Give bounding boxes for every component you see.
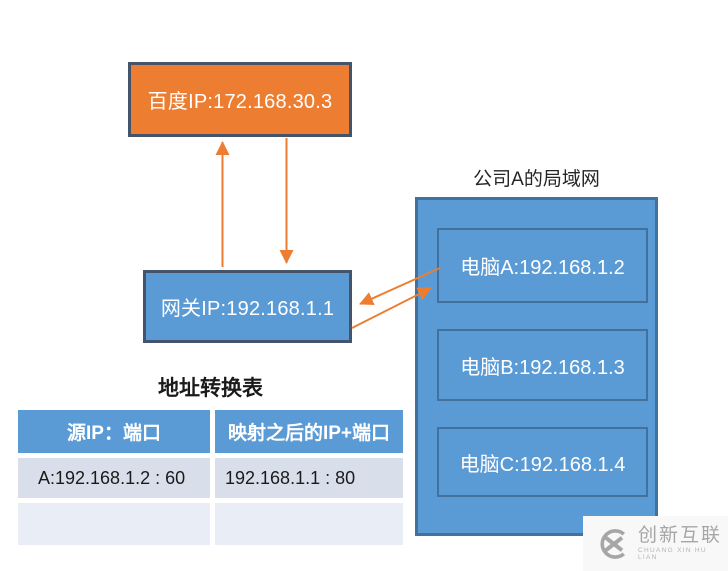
nat-table-cell-empty-2 — [215, 503, 403, 545]
gateway-label: 网关IP:192.168.1.1 — [160, 298, 335, 320]
watermark-logo: 创新互联 CHUANG XIN HU LIAN — [583, 516, 728, 571]
watermark-subtitle: CHUANG XIN HU LIAN — [638, 547, 707, 561]
computer-b-box: 电脑B:192.168.1.3 — [437, 329, 648, 401]
nat-table-cell-mapped: 192.168.1.1 : 80 — [215, 458, 403, 498]
nat-table-title: 地址转换表 — [158, 377, 263, 400]
brand-circle-x-icon — [600, 528, 625, 559]
gateway-box: 网关IP:192.168.1.1 — [143, 270, 352, 343]
baidu-server-box: 百度IP:172.168.30.3 — [128, 62, 352, 137]
computer-c-box: 电脑C:192.168.1.4 — [437, 427, 648, 497]
nat-table-header-mapped: 映射之后的IP+端口 — [215, 410, 403, 453]
computer-b-label: 电脑B:192.168.1.3 — [460, 356, 625, 379]
computer-a-label: 电脑A:192.168.1.2 — [460, 257, 625, 279]
nat-table: 源IP：端口 映射之后的IP+端口 A:192.168.1.2 : 60 192… — [18, 410, 403, 545]
watermark-name: 创新互联 — [638, 525, 723, 546]
nat-table-header-source: 源IP：端口 — [18, 410, 210, 453]
computer-a-box: 电脑A:192.168.1.2 — [437, 228, 648, 303]
lan-container: 电脑A:192.168.1.2 电脑B:192.168.1.3 电脑C:192.… — [415, 197, 658, 536]
nat-table-cell-source: A:192.168.1.2 : 60 — [18, 458, 210, 498]
baidu-server-label: 百度IP:172.168.30.3 — [147, 91, 333, 113]
nat-table-cell-empty-1 — [18, 503, 210, 545]
computer-c-label: 电脑C:192.168.1.4 — [459, 453, 626, 476]
lan-title: 公司A的局域网 — [473, 169, 600, 190]
